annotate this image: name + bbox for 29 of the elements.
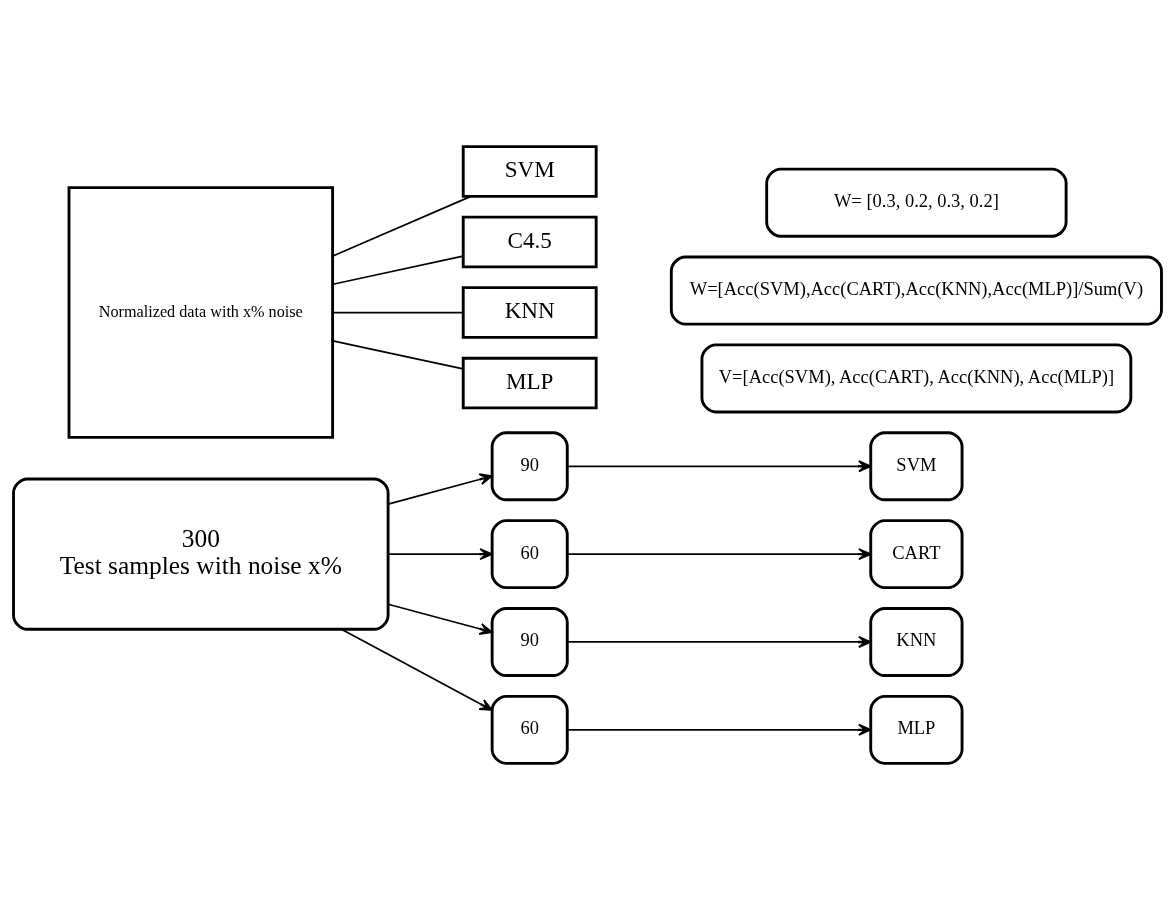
node-box: MLP — [869, 694, 964, 765]
node-box: C4.5 — [461, 215, 598, 269]
arrow — [566, 548, 872, 561]
node-box: MLP — [461, 356, 598, 410]
arrow — [387, 548, 493, 561]
node-box: W=[Acc(SVM),Acc(CART),Acc(KNN),Acc(MLP)]/Sum(V) — [669, 255, 1163, 326]
node-box: KNN — [461, 286, 598, 339]
node-box: Normalized data with x% noise — [67, 186, 335, 439]
node-box: SVM — [461, 145, 598, 198]
node-box: CART — [869, 519, 964, 590]
node-box: W= [0.3, 0.2, 0.3, 0.2] — [765, 167, 1068, 238]
arrow — [566, 723, 872, 736]
arrow — [387, 603, 493, 635]
node-box: 60 — [490, 519, 569, 590]
connector — [332, 195, 472, 257]
arrow — [566, 635, 872, 649]
arrow — [387, 473, 493, 505]
connector — [332, 255, 464, 286]
connector — [332, 311, 464, 314]
arrow — [341, 628, 493, 711]
node-box: SVM — [869, 431, 964, 502]
node-box: 300 Test samples with noise x% — [12, 477, 390, 631]
node-box: 90 — [490, 431, 569, 502]
node-box: V=[Acc(SVM), Acc(CART), Acc(KNN), Acc(MLP)] — [700, 343, 1133, 414]
node-box: 60 — [490, 694, 569, 765]
node-box: KNN — [869, 607, 964, 677]
connector — [332, 339, 464, 370]
node-box: 90 — [490, 607, 569, 677]
arrow — [566, 460, 872, 473]
